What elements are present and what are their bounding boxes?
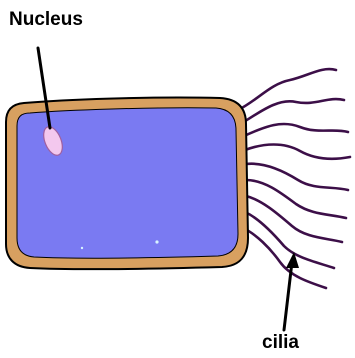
speckle bbox=[81, 247, 83, 249]
cilia-label: cilia bbox=[262, 333, 299, 352]
speckle bbox=[155, 240, 158, 243]
cilium bbox=[242, 99, 344, 123]
cilium bbox=[246, 180, 346, 218]
cilia-pointer-arrow bbox=[284, 252, 299, 330]
cilia-arrow-shaft bbox=[284, 262, 292, 330]
cilium bbox=[245, 145, 350, 159]
nucleus-label: Nucleus bbox=[9, 10, 83, 29]
cilium bbox=[238, 69, 336, 110]
cilium bbox=[245, 212, 334, 268]
cilium bbox=[244, 124, 348, 136]
cilium bbox=[246, 164, 348, 190]
